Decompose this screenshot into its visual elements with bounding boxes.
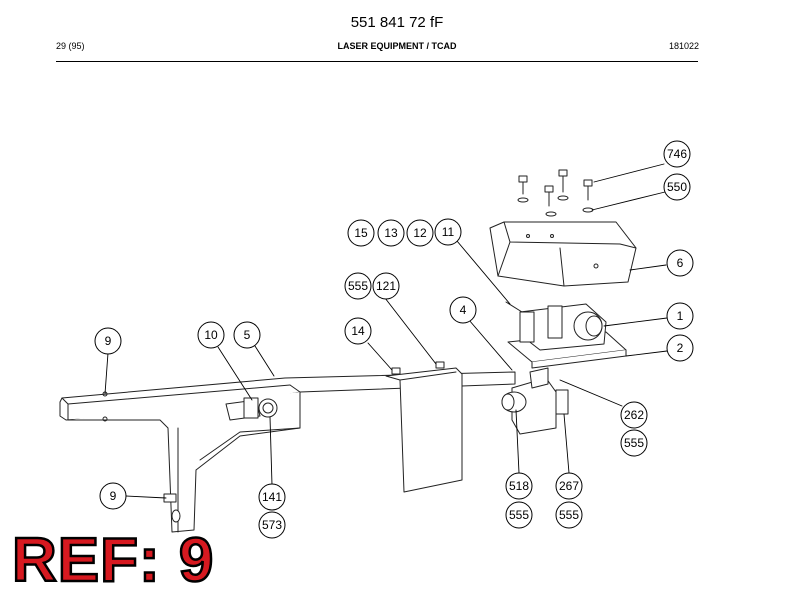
callout-746: 746 [663,140,691,168]
callout-555-d: 555 [555,501,583,529]
callout-15: 15 [347,219,375,247]
svg-text:518: 518 [509,479,529,493]
svg-text:15: 15 [354,226,368,240]
callout-267: 267 [555,472,583,500]
svg-text:555: 555 [559,508,579,522]
svg-text:267: 267 [559,479,579,493]
section-title: LASER EQUIPMENT / TCAD [337,41,457,51]
callout-5: 5 [233,321,261,349]
callout-121: 121 [372,272,400,300]
svg-text:550: 550 [667,180,687,194]
callouts: 746 550 6 15 13 12 11 555 121 4 1 2 9 10… [94,140,694,539]
header-rule [56,61,698,62]
svg-text:555: 555 [624,436,644,450]
laser-unit [505,301,607,351]
svg-text:13: 13 [384,226,398,240]
svg-text:746: 746 [667,147,687,161]
callout-550: 550 [663,173,691,201]
callout-14: 14 [344,317,372,345]
callout-11: 11 [434,218,462,246]
svg-text:10: 10 [204,328,218,342]
callout-6: 6 [666,249,694,277]
callout-13: 13 [377,219,405,247]
svg-text:121: 121 [376,279,396,293]
svg-text:9: 9 [110,489,117,503]
svg-text:4: 4 [460,303,467,317]
svg-text:11: 11 [442,225,455,239]
svg-text:262: 262 [624,408,644,422]
cover-screws [517,169,594,217]
callout-573: 573 [258,511,286,539]
callout-555-c: 555 [505,501,533,529]
svg-text:6: 6 [677,256,684,270]
svg-text:5: 5 [244,328,251,342]
svg-text:141: 141 [262,490,282,504]
page-number: 29 (95) [56,41,85,51]
callout-555-b: 555 [620,429,648,457]
leader-lines [104,163,668,499]
callout-9-a: 9 [94,327,122,355]
reference-label: REF: 9 [11,526,215,595]
svg-text:9: 9 [105,334,112,348]
callout-1: 1 [666,302,694,330]
callout-4: 4 [449,296,477,324]
svg-text:2: 2 [677,341,684,355]
document-code: 181022 [668,41,699,51]
svg-text:573: 573 [262,518,282,532]
callout-555-a: 555 [344,272,372,300]
adjustment-knob [501,367,569,435]
callout-12: 12 [406,219,434,247]
svg-text:14: 14 [351,324,365,338]
svg-text:1: 1 [677,309,684,323]
callout-518: 518 [505,472,533,500]
clamp-assembly [225,397,278,421]
callout-10: 10 [197,321,225,349]
laser-cover [489,221,637,287]
side-plate [67,391,301,533]
svg-text:12: 12 [413,226,427,240]
svg-text:555: 555 [509,508,529,522]
document-title: 551 841 72 fF [350,14,444,31]
callout-141: 141 [258,483,286,511]
svg-text:555: 555 [348,279,368,293]
bracket-plate [385,361,463,493]
callout-262: 262 [620,401,648,429]
callout-2: 2 [666,334,694,362]
callout-9-b: 9 [99,482,127,510]
